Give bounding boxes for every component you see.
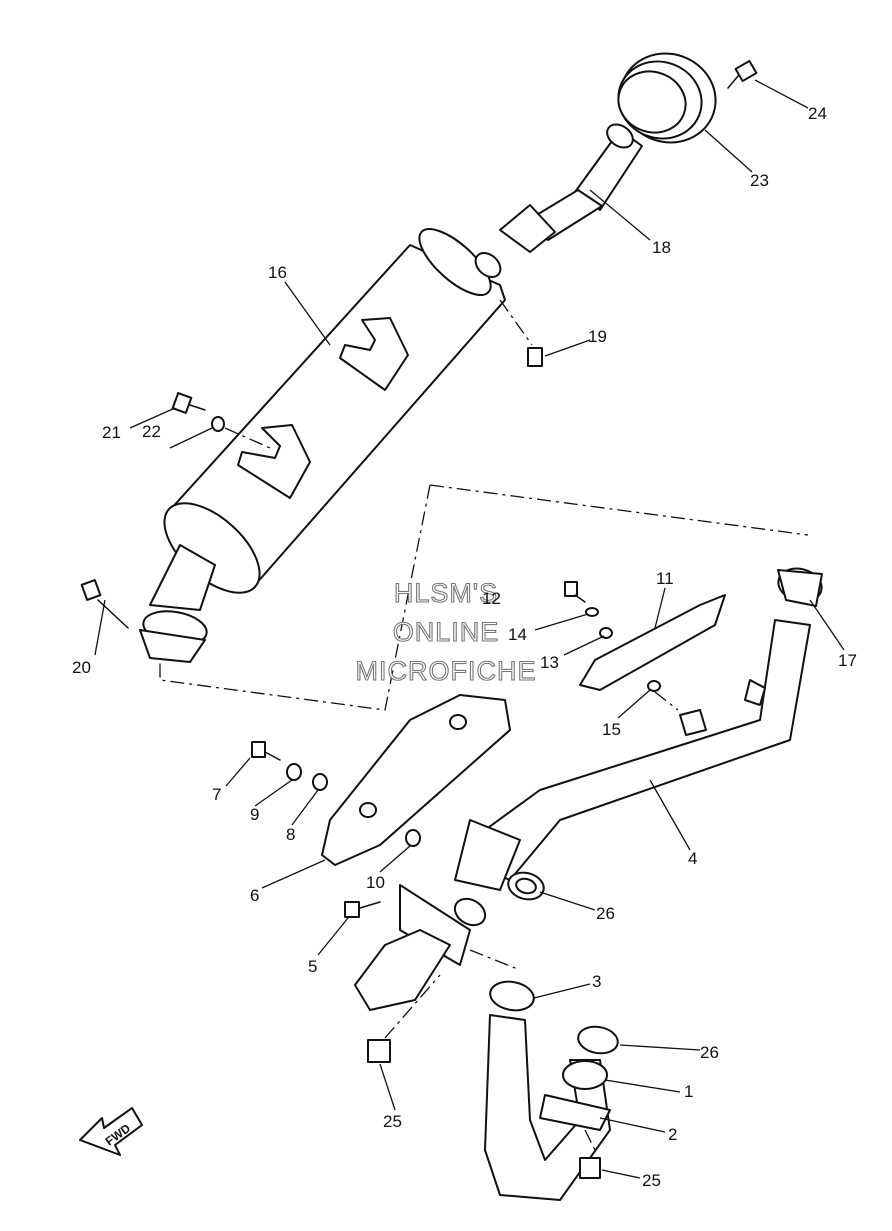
- callout-21: 21: [102, 423, 121, 442]
- callout-17: 17: [838, 651, 857, 670]
- part-5-bolt: [344, 901, 381, 918]
- part-21-bolt: [171, 392, 206, 414]
- callout-12: 12: [482, 589, 501, 608]
- part-8-washer: [312, 773, 328, 791]
- callout-8: 8: [286, 825, 295, 844]
- leader-lines: [94, 79, 845, 1179]
- part-4-exhaust-pipe: [454, 619, 811, 891]
- callout-18: 18: [652, 238, 671, 257]
- callout-2: 2: [668, 1125, 677, 1144]
- callout-6: 6: [250, 886, 259, 905]
- part-10-washer: [405, 829, 421, 847]
- callout-11: 11: [656, 569, 674, 588]
- watermark-line-2: ONLINE: [393, 617, 500, 647]
- callout-13: 13: [540, 653, 559, 672]
- callout-16: 16: [268, 263, 287, 282]
- callout-25-lower: 25: [642, 1171, 661, 1190]
- part-12-bolt: [564, 581, 586, 603]
- part-6-protector: [321, 694, 511, 866]
- part-24-bolt: [727, 59, 758, 89]
- part-1-header-pipe: [484, 1014, 619, 1201]
- part-7-bolt: [251, 741, 281, 761]
- callout-24: 24: [808, 104, 827, 123]
- part-22-washer: [211, 416, 271, 449]
- watermark-line-1: HLSM'S: [394, 578, 498, 608]
- watermark-line-3: MICROFICHE: [356, 656, 537, 686]
- callout-1: 1: [684, 1082, 693, 1101]
- part-17-gasket: [777, 567, 823, 607]
- callout-26-upper: 26: [596, 904, 615, 923]
- part-23-end-cap: [617, 52, 717, 144]
- assembly-frame: [159, 484, 809, 711]
- callouts: 24 23 18 16 19 21 22 20 17 11 12 14 13 1…: [72, 104, 857, 1190]
- part-18-inner-pipe: [499, 123, 643, 253]
- part-25-nut-lower: [579, 1157, 601, 1179]
- callout-7: 7: [212, 785, 221, 804]
- part-20-bolt: [80, 579, 129, 629]
- callout-26-lower: 26: [700, 1043, 719, 1062]
- part-3-gasket: [469, 949, 535, 1012]
- part-9-washer: [286, 763, 302, 781]
- part-11-protector: [579, 594, 726, 691]
- part-26-gasket-upper: [507, 871, 545, 901]
- callout-20: 20: [72, 658, 91, 677]
- fwd-arrow-icon: FWD: [79, 1107, 143, 1156]
- callout-23: 23: [750, 171, 769, 190]
- part-25-nut-left: [367, 974, 441, 1063]
- part-13-washer: [599, 627, 613, 639]
- callout-14: 14: [508, 625, 527, 644]
- callout-25-left: 25: [383, 1112, 402, 1131]
- callout-19: 19: [588, 327, 607, 346]
- part-2-flange: [539, 1094, 611, 1151]
- callout-22: 22: [142, 422, 161, 441]
- part-19-bolt: [499, 299, 543, 367]
- part-14-washer: [585, 607, 599, 617]
- watermark: HLSM'S ONLINE MICROFICHE: [355, 577, 537, 686]
- callout-9: 9: [250, 805, 259, 824]
- part-16-muffler: [139, 228, 506, 663]
- callout-15: 15: [602, 720, 621, 739]
- callout-4: 4: [688, 849, 697, 868]
- upper-header-pipe: [354, 884, 487, 1011]
- callout-5: 5: [308, 957, 317, 976]
- callout-10: 10: [366, 873, 385, 892]
- callout-3: 3: [592, 972, 601, 991]
- part-15-collar: [647, 680, 679, 711]
